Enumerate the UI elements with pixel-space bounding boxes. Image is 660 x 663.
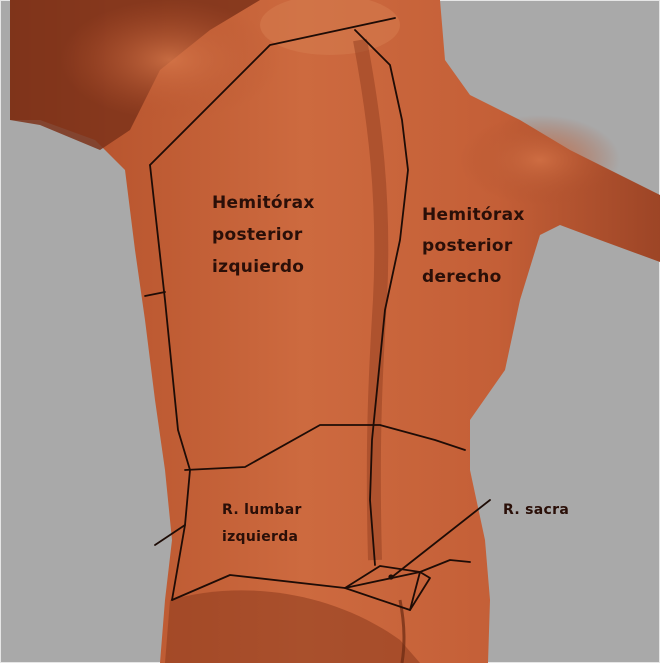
svg-text:Hemitórax: Hemitórax bbox=[422, 205, 525, 225]
svg-text:R. lumbar: R. lumbar bbox=[222, 502, 302, 518]
svg-text:derecho: derecho bbox=[422, 267, 502, 287]
label-line: Hemitórax bbox=[212, 193, 315, 213]
label-line: R. sacra bbox=[503, 502, 569, 518]
right-shoulder-highlight bbox=[460, 115, 620, 205]
label-sacral: R. sacra bbox=[503, 502, 569, 518]
svg-text:Hemitórax: Hemitórax bbox=[212, 193, 315, 213]
svg-text:izquierda: izquierda bbox=[222, 529, 298, 545]
svg-text:posterior: posterior bbox=[212, 225, 303, 245]
svg-text:izquierdo: izquierdo bbox=[212, 257, 304, 277]
label-left-hemithorax: Hemitórax posterior izquierdo bbox=[212, 193, 315, 277]
label-line: izquierda bbox=[222, 529, 298, 545]
svg-text:posterior: posterior bbox=[422, 236, 513, 256]
label-line: R. lumbar bbox=[222, 502, 302, 518]
svg-text:R. sacra: R. sacra bbox=[503, 502, 569, 518]
left-shoulder-highlight bbox=[60, 0, 280, 120]
sacral-pointer-dot bbox=[388, 574, 393, 579]
label-line: posterior bbox=[422, 236, 513, 256]
label-line: posterior bbox=[212, 225, 303, 245]
label-line: izquierdo bbox=[212, 257, 304, 277]
label-line: derecho bbox=[422, 267, 502, 287]
label-line: Hemitórax bbox=[422, 205, 525, 225]
